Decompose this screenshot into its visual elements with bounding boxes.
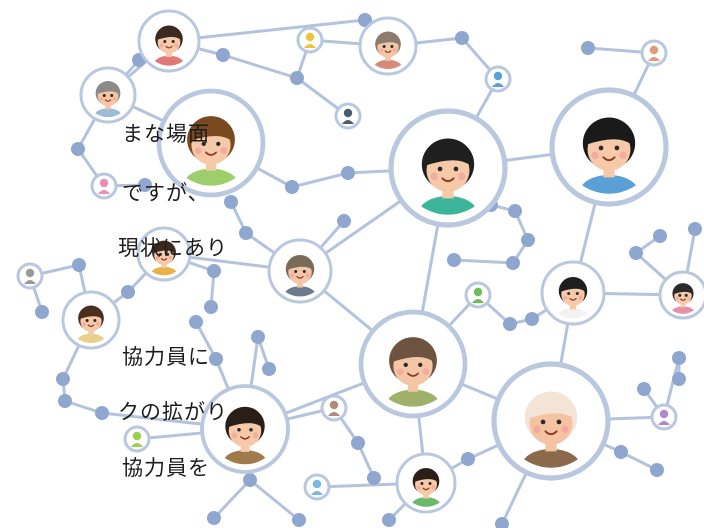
pin-pink-icon — [90, 172, 118, 200]
network-small-person-pins — [16, 26, 678, 501]
network-dot — [367, 471, 381, 485]
boy-top-portrait-icon — [137, 9, 201, 73]
man-laughing-portrait-icon — [358, 309, 468, 419]
pin-yellow-icon — [296, 26, 324, 54]
girl-right-portrait-icon — [658, 270, 704, 320]
network-dot — [525, 312, 539, 326]
text-line-6: 協力員を — [122, 456, 210, 480]
woman-long-portrait-icon — [61, 290, 121, 350]
text-line-3: 現状にあり — [118, 236, 228, 260]
pin-lavender-icon — [650, 403, 678, 431]
network-dot — [138, 178, 152, 192]
network-dots — [35, 13, 702, 528]
network-dot — [688, 222, 702, 236]
network-dot — [672, 372, 686, 386]
pin-salmon-icon — [640, 39, 668, 67]
network-person-portraits — [61, 9, 704, 514]
girl-pigtails-portrait-icon — [540, 260, 606, 326]
network-dot — [216, 48, 230, 62]
network-dot — [495, 517, 509, 528]
network-dot — [447, 253, 461, 267]
network-dot — [461, 452, 475, 466]
network-dot — [224, 195, 238, 209]
network-dot — [56, 372, 70, 386]
network-dot — [672, 351, 686, 365]
network-edge — [212, 478, 252, 520]
network-dot — [189, 315, 203, 329]
network-dot — [207, 264, 221, 278]
pin-gray-icon — [16, 262, 44, 290]
text-line-4: 協力員に — [122, 345, 210, 369]
network-dot — [243, 473, 257, 487]
network-dot — [650, 463, 664, 477]
network-dot — [351, 436, 365, 450]
man-glasses-portrait-icon — [267, 238, 333, 304]
grandma-bun-portrait-icon — [358, 16, 418, 76]
network-dot — [251, 330, 265, 344]
text-line-1: まな場面 — [122, 122, 210, 146]
network-dot — [58, 394, 72, 408]
network-dot — [629, 246, 643, 260]
network-dot — [121, 285, 135, 299]
network-dot — [71, 142, 85, 156]
grandpa-gray-portrait-icon — [79, 66, 137, 124]
pin-blue-icon — [484, 65, 512, 93]
network-dot — [207, 511, 221, 525]
boy-bottom-portrait-icon — [395, 452, 457, 514]
network-dot — [95, 406, 109, 420]
text-line-2: ですが、 — [122, 181, 210, 205]
network-dot — [72, 258, 86, 272]
pin-dark-icon — [334, 102, 362, 130]
network-dot — [337, 214, 351, 228]
network-dot — [285, 180, 299, 194]
network-dot — [290, 71, 304, 85]
network-edge — [194, 320, 218, 361]
network-dot — [455, 31, 469, 45]
network-dot — [521, 233, 535, 247]
network-edge — [167, 18, 367, 43]
network-dot — [506, 256, 520, 270]
network-dot — [503, 317, 517, 331]
pin-tan-icon — [320, 394, 348, 422]
network-dot — [614, 445, 628, 459]
network-dot — [262, 362, 276, 376]
network-edge — [221, 53, 299, 80]
girl-bob-portrait-icon — [549, 87, 669, 207]
network-dot — [292, 513, 306, 527]
network-dot — [341, 166, 355, 180]
man-young-portrait-icon — [200, 384, 290, 474]
woman-brown-portrait-icon — [156, 88, 266, 198]
grandpa-bald-portrait-icon — [491, 361, 611, 481]
pin-green-icon — [464, 281, 492, 309]
network-dot — [358, 13, 372, 27]
pin-lime-icon — [123, 425, 151, 453]
text-line-5: クの拡がり — [118, 400, 228, 424]
network-edge — [248, 478, 301, 522]
network-dot — [239, 226, 253, 240]
network-dot — [653, 229, 667, 243]
network-edge — [290, 171, 350, 189]
network-dot — [637, 382, 651, 396]
network-dot — [382, 513, 396, 527]
network-dot — [508, 204, 522, 218]
pin-sky-icon — [303, 473, 331, 501]
network-edge — [452, 258, 515, 265]
network-dot — [209, 352, 223, 366]
network-dot — [35, 305, 49, 319]
boy-angry-portrait-icon — [388, 108, 508, 228]
network-dot — [581, 41, 595, 55]
network-dot — [204, 300, 218, 314]
boy-small-portrait-icon — [136, 226, 192, 282]
